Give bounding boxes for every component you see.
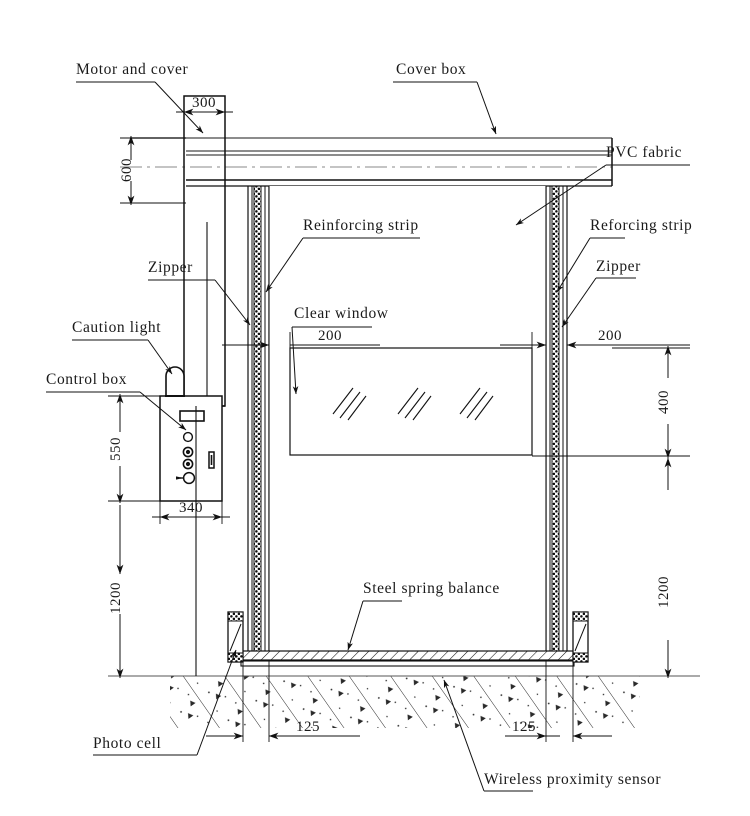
dim-200-right-label: 200: [598, 328, 622, 344]
leader-wireless-proximity-sensor: Wireless proximity sensor: [443, 679, 661, 792]
dim-300-label: 300: [192, 95, 216, 111]
label-zipper-left: Zipper: [148, 259, 193, 276]
leader-motor-and-cover: Motor and cover: [76, 61, 204, 134]
dim-window-offset-left: 200: [222, 328, 380, 352]
dim-125-left-label: 125: [296, 719, 320, 735]
dim-cover-height: 600: [119, 135, 186, 206]
dim-photocell-right: 125: [505, 660, 612, 742]
dim-right-1200: 1200: [656, 457, 672, 679]
leader-control-box: Control box: [46, 371, 187, 431]
leader-photo-cell: Photo cell: [93, 649, 237, 756]
right-zipper: [551, 185, 560, 665]
label-control-box: Control box: [46, 371, 127, 388]
dim-125-right-label: 125: [512, 719, 536, 735]
ground-hatch: [170, 676, 640, 728]
label-caution-light: Caution light: [72, 319, 161, 336]
dim-600-label: 600: [119, 158, 135, 182]
left-zipper: [253, 185, 262, 665]
dim-right-1200-label: 1200: [656, 576, 672, 608]
label-zipper-right: Zipper: [596, 258, 641, 275]
dim-200-left-label: 200: [318, 328, 342, 344]
dim-control-box-height: 550: [108, 393, 196, 504]
label-photo-cell: Photo cell: [93, 735, 161, 752]
label-reforcing-strip-right: Reforcing strip: [590, 217, 692, 234]
control-box-display: [179, 410, 205, 422]
dim-340-label: 340: [179, 500, 203, 516]
leader-cover-box: Cover box: [393, 61, 497, 135]
photo-cell-right: [572, 611, 589, 663]
glass-hatch-marks: [332, 387, 494, 421]
photo-cell-left: [227, 611, 244, 663]
clear-window: [289, 347, 533, 456]
label-motor-and-cover: Motor and cover: [76, 61, 189, 78]
control-box-body: [159, 395, 223, 502]
indicator-lamp-icon: [182, 431, 194, 443]
dim-photocell-left: 125: [206, 660, 360, 742]
dim-400-label: 400: [656, 390, 672, 414]
caution-light-lamp: [165, 366, 185, 397]
label-reinforcing-strip-left: Reinforcing strip: [303, 217, 419, 234]
steel-spring-balance-bar: [240, 650, 575, 667]
leader-clear-window: Clear window: [291, 305, 389, 395]
leader-caution-light: Caution light: [72, 319, 173, 375]
dim-motor-width: 300: [176, 95, 233, 140]
ground-region: [108, 675, 700, 728]
dim-550-label: 550: [108, 437, 124, 461]
key-switch-icon: [182, 471, 196, 485]
dim-control-box-width: 340: [152, 500, 230, 524]
right-track-assembly: [545, 185, 568, 665]
label-cover-box: Cover box: [396, 61, 466, 78]
label-steel-spring-balance: Steel spring balance: [363, 580, 500, 597]
leader-zipper-right: Zipper: [561, 258, 641, 328]
dim-left-1200-label: 1200: [108, 582, 124, 614]
leader-reforcing-strip-right: Reforcing strip: [556, 217, 692, 293]
leader-reinforcing-strip-left: Reinforcing strip: [265, 217, 420, 293]
label-pvc-fabric: PVC fabric: [606, 144, 682, 161]
label-clear-window: Clear window: [294, 305, 389, 322]
leader-pvc-fabric: PVC fabric: [515, 144, 690, 226]
dim-left-1200: 1200: [108, 505, 124, 679]
leader-steel-spring-balance: Steel spring balance: [347, 580, 500, 651]
label-wireless-proximity-sensor: Wireless proximity sensor: [484, 771, 661, 788]
dim-window-offset-right: 200: [500, 328, 690, 352]
dim-window-height: 400: [532, 345, 690, 459]
leader-zipper-left: Zipper: [148, 259, 251, 326]
